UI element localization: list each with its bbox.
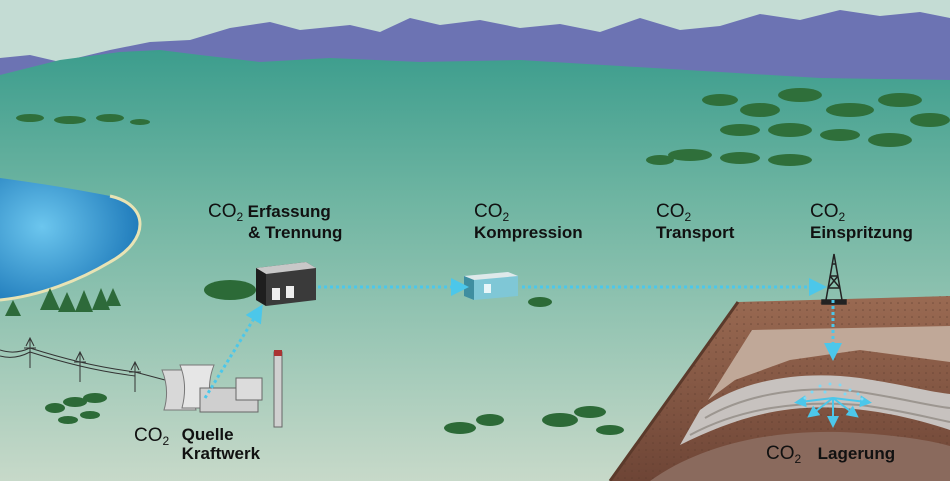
co2-label: CO2: [656, 201, 692, 224]
label-transport: CO2 Transport: [656, 201, 735, 243]
transport-text: Transport: [656, 223, 735, 243]
capture-line1: Erfassung: [247, 202, 331, 221]
forest-back-left: [16, 114, 150, 125]
forest-back-right: [646, 88, 950, 166]
label-injection: CO2 Einspritzung: [810, 201, 913, 243]
co2-label: CO2: [810, 201, 846, 224]
compression-building: [464, 272, 552, 307]
injection-text: Einspritzung: [810, 223, 913, 243]
trees-foreground: [444, 406, 624, 435]
trees-power-plant: [45, 393, 107, 424]
compression-text: Kompression: [474, 223, 583, 243]
storage-text: Lagerung: [817, 444, 896, 463]
co2-label: CO2: [766, 443, 802, 466]
co2-label: CO2: [474, 201, 510, 224]
source-line1: Quelle: [181, 425, 234, 444]
co2-plume: [803, 382, 864, 401]
geological-cutaway: [608, 296, 950, 481]
pine-trees-lakeside: [5, 288, 121, 316]
injection-arrows: [794, 395, 872, 428]
co2-label: CO2: [134, 425, 170, 448]
label-compression: CO2 Kompression: [474, 201, 583, 243]
power-line: [0, 336, 166, 392]
label-source: CO2 Quelle Kraftwerk: [134, 425, 261, 463]
label-capture: CO2 Erfassung & Trennung: [208, 201, 343, 243]
label-storage: CO2 Lagerung: [766, 443, 896, 466]
co2-flow-path: [203, 278, 842, 399]
co2-label: CO2: [208, 201, 244, 224]
source-line2: Kraftwerk: [181, 443, 261, 463]
lake: [0, 178, 140, 300]
capture-line2: & Trennung: [248, 223, 343, 243]
capture-building: [204, 262, 316, 306]
